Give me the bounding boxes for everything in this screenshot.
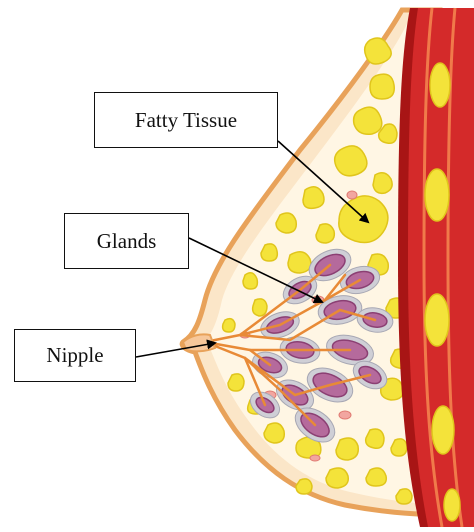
nipple-text: Nipple xyxy=(46,343,103,368)
fatty-tissue-label: Fatty Tissue xyxy=(94,92,278,148)
nipple-label: Nipple xyxy=(14,329,136,382)
glands-label: Glands xyxy=(64,213,189,269)
fatty-tissue-text: Fatty Tissue xyxy=(135,108,237,133)
glands-text: Glands xyxy=(97,229,157,254)
chest-muscle xyxy=(398,8,474,527)
